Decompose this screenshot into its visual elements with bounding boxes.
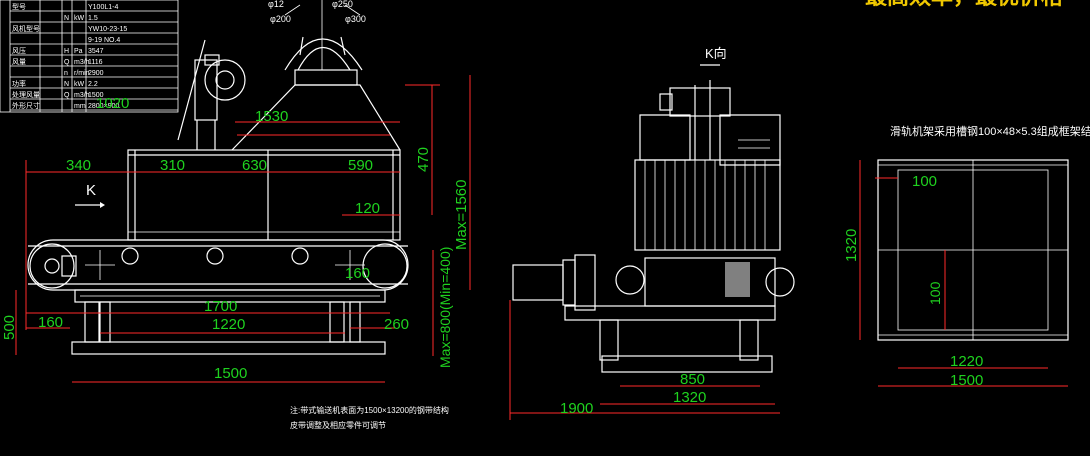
hatched-block [725,262,750,297]
table-cell-unit: kW [74,81,85,88]
table-cell-unit: Pa [74,48,83,55]
dim-100-top: 100 [912,173,937,190]
note-line-1: 注:带式输送机表面为1500×13200的钢带结构 [290,405,449,415]
pipe-label-12: φ12 [268,0,284,9]
table-cell-value: 3547 [88,48,104,55]
table-cell-unit: r/min [74,70,90,77]
table-cell-name: 处理风量 [12,90,40,99]
table-cell-value: 1116 [88,59,103,66]
dim-500: 500 [1,315,18,340]
table-cell-symbol: Q [64,92,70,99]
table-cell-value: 2900 [88,70,104,77]
dim-470: 470 [415,147,432,172]
table-cell-symbol: H [64,48,69,55]
dim-1320-plan: 1320 [843,229,860,262]
table-cell-symbol: N [64,15,69,22]
pipe-label-200: φ200 [270,14,291,24]
dim-260: 260 [384,316,409,333]
table-cell-value: Y100L1-4 [88,4,118,11]
table-cell-name: 风机型号 [12,24,40,33]
dim-1220-front: 1220 [212,316,245,333]
table-cell-unit: m3/h [74,59,90,66]
dim-160-left: 160 [38,314,63,331]
dim-630: 630 [242,157,267,174]
front-view: 1020 1530 340 310 630 590 120 470 Max=15… [1,0,471,430]
dim-1500-plan: 1500 [950,372,983,389]
table-cell-unit: kW [74,15,85,22]
table-cell-unit: mm [74,103,86,110]
banner-text: 最高效率，最优价格 [865,0,1064,9]
table-cell-value: 1500 [88,92,104,99]
dim-1500-front: 1500 [214,365,247,382]
dim-max800: Max=800(Min=400) [437,247,453,368]
side-view: K向 [509,46,795,420]
table-cell-name: 风量 [12,58,26,66]
dim-100-side: 100 [927,281,943,305]
note-line-2: 皮带调整及相应零件可调节 [290,420,386,430]
table-cell-name: 外形尺寸 [12,101,40,110]
dim-590: 590 [348,157,373,174]
table-cell-symbol: n [64,70,68,77]
dim-max1560: Max=1560 [453,180,470,250]
plan-view-title: 滑轨机架采用槽钢100×48×5.3组成框架结构。 [890,124,1090,138]
dim-340: 340 [66,157,91,174]
dim-1700: 1700 [204,298,237,315]
table-cell-value: 1.5 [88,15,98,22]
pipe-label-300: φ300 [345,14,366,24]
dim-1020: 1020 [96,95,129,112]
dim-1220-plan: 1220 [950,353,983,370]
dim-160-right: 160 [345,265,370,282]
table-cell-value: 2800×900 [88,103,119,110]
dim-850: 850 [680,371,705,388]
table-cell-value: YW10-23-15 [88,26,127,33]
table-cell-name: 风压 [12,47,26,55]
table-cell-symbol: N [64,81,69,88]
dim-1320-side: 1320 [673,389,706,406]
plan-view: 滑轨机架采用槽钢100×48×5.3组成框架结构。 1320 100 100 1… [843,124,1090,389]
table-cell-name: 功率 [12,79,26,88]
dim-1900: 1900 [560,400,593,417]
table-cell-name: 型号 [12,2,26,11]
pipe-label-250: φ250 [332,0,353,9]
table-cell-unit: m3/h [74,92,90,99]
view-k-label: K [86,182,96,199]
dim-120: 120 [355,200,380,217]
table-cell-symbol: Q [64,59,70,66]
table-cell-value: 2.2 [88,81,98,88]
dim-310: 310 [160,157,185,174]
table-cell-value: 9-19 NO.4 [88,37,120,44]
dim-1530-front: 1530 [255,108,288,125]
side-view-label: K向 [705,46,727,61]
